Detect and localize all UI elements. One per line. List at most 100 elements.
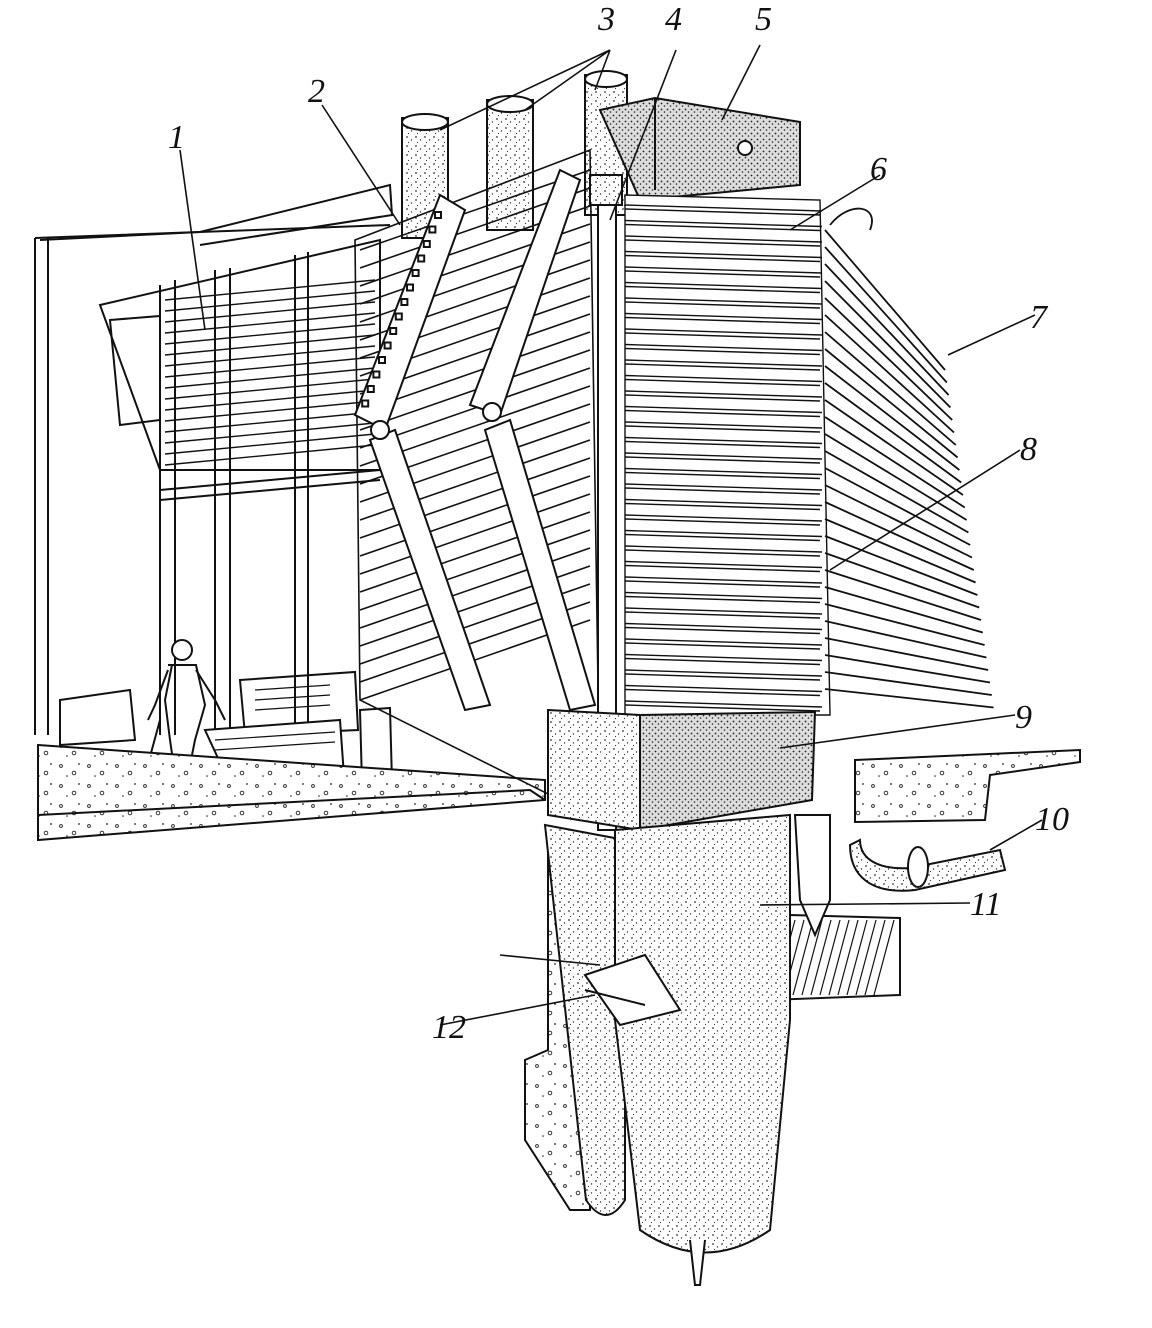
hose-line [824, 433, 968, 521]
platen-line [624, 328, 823, 336]
supply-pipe [848, 838, 1007, 892]
platen-line [624, 580, 821, 588]
platen-line [624, 394, 821, 402]
rack-shelf-line [359, 529, 591, 611]
elevator-beam-left [353, 193, 492, 712]
support-beam [583, 953, 682, 1027]
hose-line [824, 263, 950, 396]
frame-slat [164, 312, 376, 334]
beam-hole [428, 225, 437, 234]
frame-slat [164, 345, 376, 367]
platen-line [624, 436, 823, 445]
operator-figure [144, 639, 226, 806]
pit-hatch-line [855, 919, 877, 996]
platen-line [624, 595, 821, 604]
platen-line [624, 611, 821, 619]
platen-line [624, 607, 823, 615]
rack-shelf-line [359, 493, 591, 575]
hose-line [824, 416, 966, 509]
rack-shelf-line [359, 331, 591, 413]
hose-line [824, 331, 957, 446]
callout-8: 8 [1020, 431, 1037, 468]
platen-line [624, 669, 823, 677]
callout-11: 11 [970, 886, 1001, 923]
platen-line [624, 378, 821, 387]
hydraulic-cylinders [543, 813, 831, 1286]
platen-line [624, 204, 823, 212]
beam-hole [389, 327, 398, 335]
platen-line [624, 452, 823, 460]
frame-slat [164, 367, 376, 389]
top-crosshead [598, 96, 801, 202]
hose-line [824, 535, 978, 596]
rack-shelf-line [359, 511, 591, 593]
beam-hole [394, 312, 403, 321]
platen-line [624, 390, 823, 398]
elevator-beam-right [468, 168, 597, 712]
pit-hatch-line [801, 919, 823, 996]
platen-line [624, 622, 823, 631]
platen-line [624, 471, 821, 480]
platen-line [624, 642, 821, 650]
platen-line [624, 700, 823, 708]
hose-line [824, 246, 948, 384]
frame-slat [164, 334, 376, 356]
pit-hatch-line [792, 919, 814, 996]
platen-line [624, 591, 823, 600]
hose-line [824, 552, 980, 609]
platen-line [624, 533, 821, 542]
platen-line [624, 576, 823, 584]
platen-line [624, 254, 821, 263]
rack-shelf-line [359, 457, 591, 539]
platen-line [624, 545, 823, 553]
beam-hole [372, 370, 381, 379]
hose-line [824, 586, 984, 634]
beam-hole [366, 385, 375, 393]
frame-slat [164, 411, 376, 433]
callout-4: 4 [665, 1, 682, 38]
frame-slat [164, 400, 376, 422]
hose-line [824, 620, 987, 659]
hose-line [824, 229, 946, 371]
frame-slat [164, 444, 376, 466]
platen-line [624, 467, 823, 476]
hose-line [824, 603, 985, 646]
hose-line [824, 654, 991, 684]
beam-hole [422, 240, 431, 248]
platen-line [624, 374, 823, 383]
callout-6: 6 [870, 151, 887, 188]
platen-line [624, 421, 823, 429]
platen-line [624, 456, 821, 464]
platen-line [624, 673, 821, 681]
platen-line [624, 405, 823, 414]
platen-line [624, 653, 823, 662]
callout-10: 10 [1035, 801, 1069, 838]
hose-line [824, 467, 971, 546]
platen-line [624, 235, 823, 243]
hose-line [824, 569, 982, 621]
pit-hatch-line [864, 919, 886, 996]
rack-shelf-line [359, 169, 591, 251]
frame-slat [164, 433, 376, 455]
frame-slat [164, 323, 376, 345]
frame-slat [164, 422, 376, 444]
hose-line [824, 671, 992, 696]
frame-slat [164, 290, 376, 312]
platen-line [624, 343, 823, 352]
platen-line [624, 285, 821, 294]
hose-line [824, 688, 994, 709]
hose-line [824, 365, 960, 471]
frame-slat [164, 389, 376, 411]
callout-5: 5 [755, 1, 772, 38]
beam-hole [361, 399, 370, 408]
frame-slat [164, 378, 376, 400]
hose-line [824, 297, 953, 421]
platen-line [624, 684, 823, 693]
hose-line [824, 314, 955, 434]
callout-12: 12 [432, 1009, 466, 1046]
callout-1: 1 [168, 119, 185, 156]
hose-line [824, 518, 976, 584]
platen-line [624, 223, 821, 232]
platen-line [624, 549, 821, 557]
pit-hatch-line [873, 919, 895, 996]
